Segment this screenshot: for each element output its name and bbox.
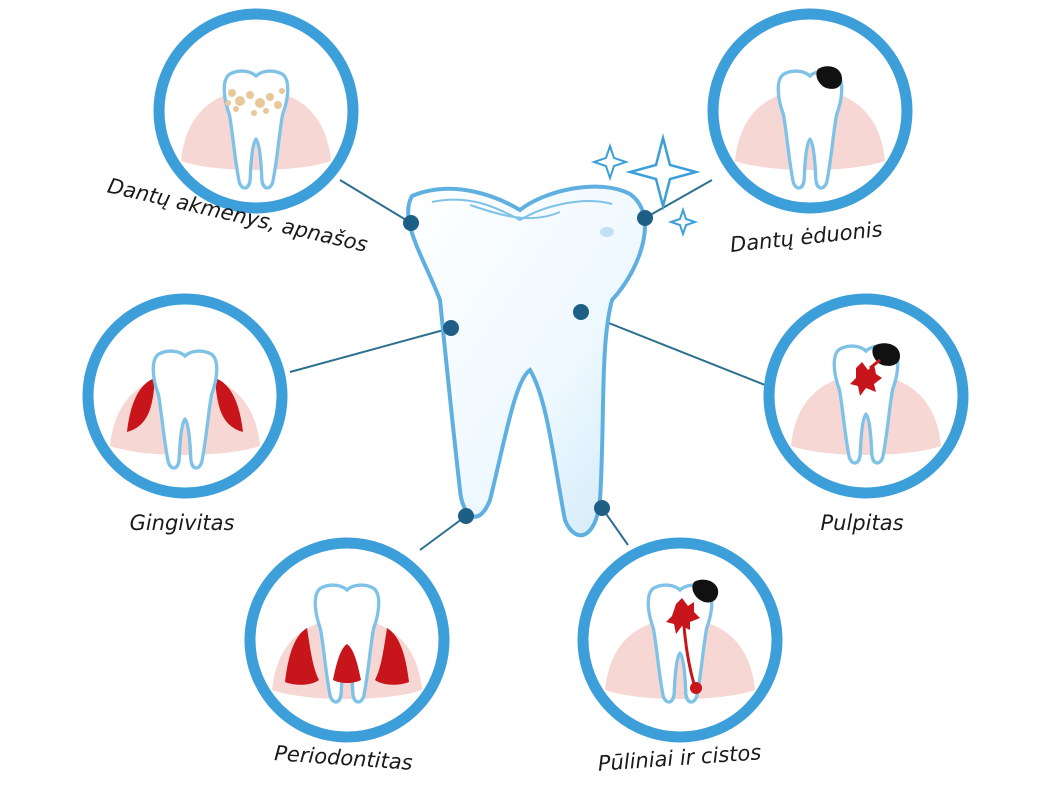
connector-gingivitis [289, 327, 452, 373]
label-periodontitis: Periodontitas [274, 741, 414, 775]
condition-gingivitis [82, 293, 288, 499]
label-abscess: Pūliniai ir cistos [597, 740, 762, 775]
node-pulpitis [573, 304, 589, 320]
node-tartar [403, 215, 419, 231]
center-tooth [406, 184, 647, 538]
node-gingivitis [443, 320, 459, 336]
connector-caries [644, 179, 713, 219]
tooth-crack [469, 204, 561, 220]
node-abscess [594, 500, 610, 516]
cavity [692, 579, 719, 603]
gum-inflammation [285, 628, 409, 685]
cavity [816, 66, 842, 89]
condition-abscess [577, 537, 783, 743]
sparkles [590, 133, 701, 238]
pulp-infection [666, 598, 700, 634]
tooth-shine [431, 198, 613, 222]
sparkle-icon [590, 142, 630, 182]
label-caries: Dantų ėduonis [729, 217, 884, 257]
connector-nodes [403, 210, 653, 524]
connector-periodontitis [419, 515, 467, 551]
condition-caries [707, 8, 913, 214]
gum-inflammation [127, 378, 243, 432]
node-caries [637, 210, 653, 226]
root-canal-infection [682, 625, 696, 685]
condition-periodontitis [244, 537, 450, 743]
connector-tartar [339, 179, 412, 224]
sparkle-icon [667, 206, 699, 238]
tooth-spot [600, 227, 614, 237]
sparkle-icon [625, 133, 701, 211]
large-tooth-icon [406, 184, 647, 538]
condition-tartar [153, 8, 359, 214]
label-gingivitis: Gingivitas [130, 511, 235, 535]
connector-pulpitis [580, 311, 766, 386]
pulp-channel [869, 358, 881, 370]
connectors [289, 179, 766, 551]
node-periodontitis [458, 508, 474, 524]
tartar-deposits [225, 88, 285, 116]
abscess [690, 682, 702, 694]
pulp-infection [850, 362, 882, 396]
condition-pulpitis [763, 293, 969, 499]
gum [605, 618, 755, 699]
label-pulpitis: Pulpitas [820, 511, 903, 535]
